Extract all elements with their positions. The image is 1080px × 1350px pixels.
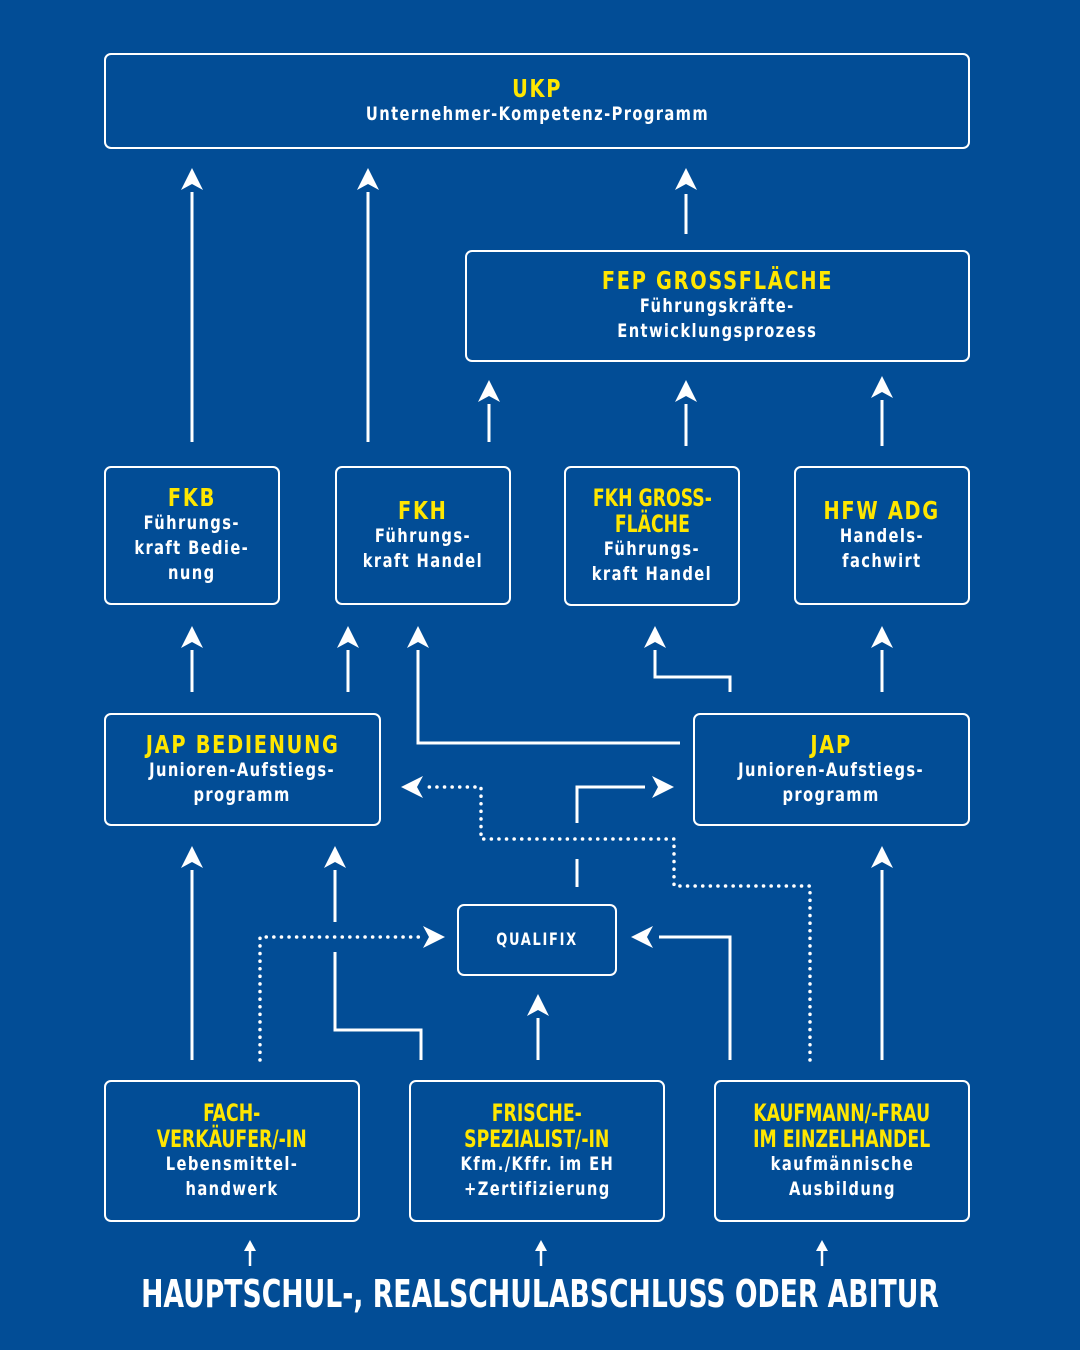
arrowhead-up-icon	[871, 846, 893, 868]
box-fachverkaeufer: FACH- VERKÄUFER/-IN Lebensmittel- handwe…	[104, 1080, 360, 1222]
box-hfw-adg: HFW ADG Handels- fachwirt	[794, 466, 970, 605]
arrowhead-up-icon	[181, 626, 203, 648]
arrowhead-up-icon	[871, 626, 893, 648]
arrowhead-up-icon	[478, 380, 500, 402]
box-subtitle: Junioren-Aufstiegs- programm	[149, 758, 336, 806]
arrowhead-right-icon	[652, 776, 674, 798]
box-subtitle: Kfm./Kffr. im EH +Zertifizierung	[460, 1153, 614, 1200]
connector-kaufmann-japb-dotted	[426, 785, 812, 1062]
box-title: JAP BEDIENUNG	[145, 729, 340, 759]
box-jap: JAP Junioren-Aufstiegs- programm	[693, 713, 970, 826]
box-jap-bedienung: JAP BEDIENUNG Junioren-Aufstiegs- progra…	[104, 713, 381, 826]
arrowhead-up-icon	[181, 846, 203, 868]
box-fkb: FKB Führungs- kraft Bedie- nung	[104, 466, 280, 605]
box-title: QUALIFIX	[496, 930, 578, 950]
box-title: FKH GROSS- FLÄCHE	[592, 484, 712, 538]
arrowhead-right-icon	[423, 926, 445, 948]
arrowhead-up-icon	[871, 376, 893, 398]
connector-fachverkaeufer-qualifix-dotted	[258, 935, 422, 1062]
arrowhead-up-icon	[527, 994, 549, 1016]
arrowhead-left-icon	[401, 776, 423, 798]
box-title: KAUFMANN/-FRAU IM EINZELHANDEL	[753, 1099, 931, 1153]
box-subtitle: Führungskräfte- Entwicklungsprozess	[617, 295, 818, 342]
box-subtitle: Unternehmer-Kompetenz-Programm	[365, 102, 709, 125]
arrowhead-up-icon	[407, 626, 429, 648]
box-title: HFW ADG	[823, 495, 941, 525]
connector-frische-japb	[333, 952, 423, 1060]
box-title: FACH- VERKÄUFER/-IN	[157, 1099, 307, 1153]
arrowhead-up-icon	[816, 1240, 828, 1251]
box-fkh: FKH Führungs- kraft Handel	[335, 466, 511, 605]
arrowhead-up-icon	[337, 626, 359, 648]
box-subtitle: Lebensmittel- handwerk	[165, 1153, 299, 1200]
box-title: FEP GROSSFLÄCHE	[601, 266, 834, 295]
box-subtitle: kaufmännische Ausbildung	[770, 1153, 914, 1200]
box-subtitle: Handels- fachwirt	[839, 524, 925, 572]
arrowhead-up-icon	[644, 626, 666, 648]
box-fkh-grossflaeche: FKH GROSS- FLÄCHE Führungs- kraft Handel	[564, 466, 740, 606]
box-subtitle: Führungs- kraft Handel	[591, 538, 713, 585]
box-title: JAP	[810, 729, 853, 759]
box-subtitle: Führungs- kraft Handel	[362, 524, 484, 572]
box-fep-grossflaeche: FEP GROSSFLÄCHE Führungskräfte- Entwickl…	[465, 250, 970, 362]
box-subtitle: Junioren-Aufstiegs- programm	[738, 758, 925, 806]
box-qualifix: QUALIFIX	[457, 904, 617, 976]
arrowhead-up-icon	[244, 1240, 256, 1251]
arrowhead-up-icon	[357, 168, 379, 190]
box-title: FRISCHE- SPEZIALIST/-IN	[464, 1099, 610, 1153]
connector-kaufmann-qualifix	[659, 935, 732, 1060]
box-ukp: UKP Unternehmer-Kompetenz-Programm	[104, 53, 970, 149]
footer-entry-requirements: HAUPTSCHUL-, REALSCHULABSCHLUSS ODER ABI…	[141, 1272, 939, 1316]
box-kaufmann: KAUFMANN/-FRAU IM EINZELHANDEL kaufmänni…	[714, 1080, 970, 1222]
connector-jap-fkhgross	[653, 650, 732, 692]
arrowhead-up-icon	[181, 168, 203, 190]
box-title: FKB	[167, 483, 217, 512]
box-title: UKP	[511, 73, 563, 103]
connector-jap-fkh	[416, 650, 680, 745]
box-title: FKH	[398, 495, 448, 525]
arrowhead-up-icon	[675, 380, 697, 402]
arrowhead-left-icon	[631, 926, 653, 948]
box-frische-spezialist: FRISCHE- SPEZIALIST/-IN Kfm./Kffr. im EH…	[409, 1080, 665, 1222]
arrowhead-up-icon	[535, 1240, 547, 1251]
box-subtitle: Führungs- kraft Bedie- nung	[134, 512, 250, 584]
connector-qualifix-jap-2	[575, 785, 645, 823]
arrowhead-up-icon	[324, 846, 346, 868]
arrowhead-up-icon	[675, 168, 697, 190]
